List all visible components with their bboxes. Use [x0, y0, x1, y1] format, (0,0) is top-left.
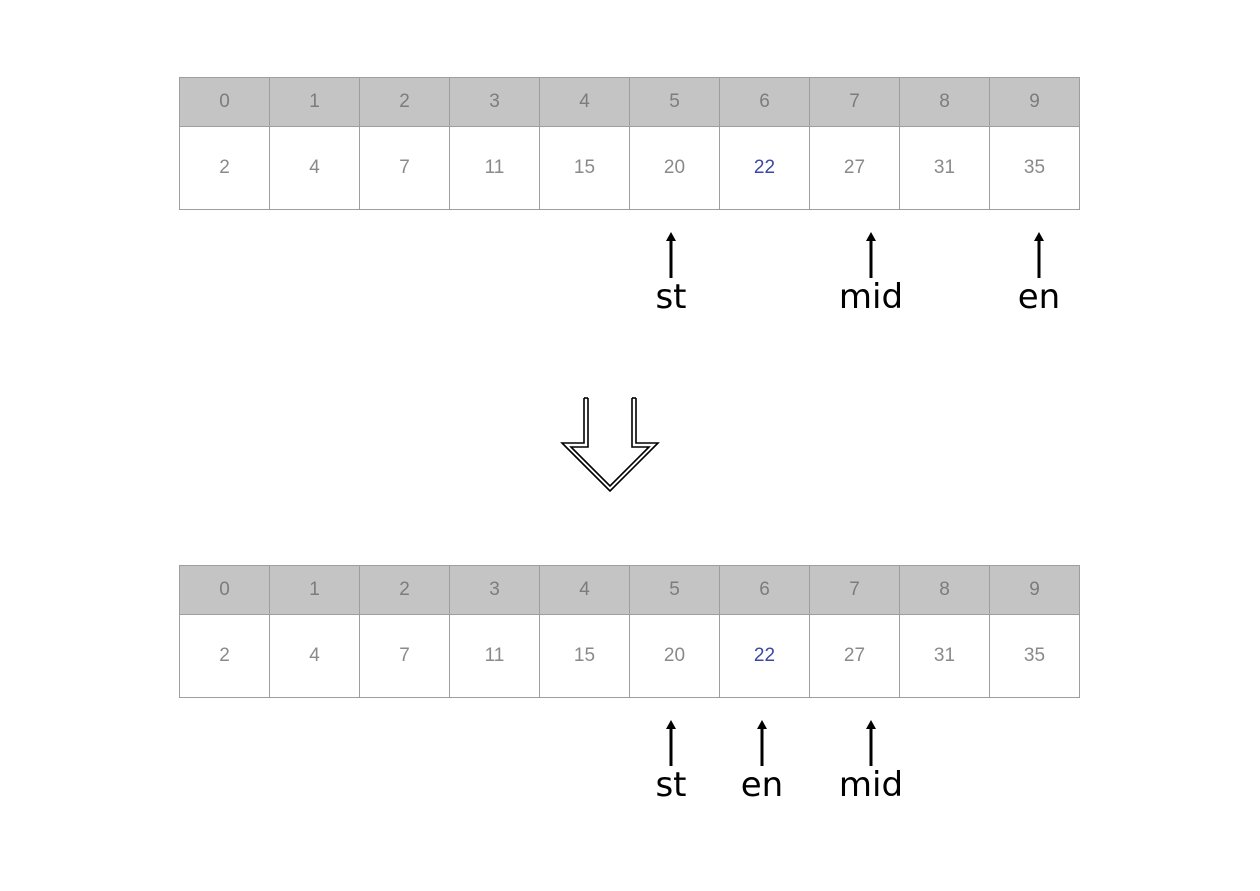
up-arrow-icon [666, 720, 676, 766]
index-cell: 6 [719, 77, 810, 127]
value-row: 2 4 7 11 15 20 22 27 31 35 [179, 614, 1080, 698]
value-cell: 20 [629, 614, 720, 698]
index-cell: 6 [719, 565, 810, 615]
value-row: 2 4 7 11 15 20 22 27 31 35 [179, 126, 1080, 210]
up-arrow-icon [757, 720, 767, 766]
pointer-st: st [611, 232, 731, 314]
index-cell: 1 [269, 77, 360, 127]
index-cell: 5 [629, 77, 720, 127]
index-cell: 0 [179, 565, 270, 615]
value-cell: 35 [989, 126, 1080, 210]
index-cell: 3 [449, 565, 540, 615]
target-value-cell: 22 [719, 614, 810, 698]
index-cell: 4 [539, 565, 630, 615]
value-cell: 35 [989, 614, 1080, 698]
index-row: 0 1 2 3 4 5 6 7 8 9 [179, 77, 1080, 127]
up-arrow-icon [866, 232, 876, 278]
value-cell: 31 [899, 126, 990, 210]
value-cell: 7 [359, 126, 450, 210]
value-cell: 4 [269, 614, 360, 698]
value-cell: 2 [179, 126, 270, 210]
value-cell: 27 [809, 126, 900, 210]
index-cell: 4 [539, 77, 630, 127]
pointer-label: mid [838, 765, 904, 805]
index-cell: 7 [809, 565, 900, 615]
pointer-st: st [611, 720, 731, 802]
index-cell: 5 [629, 565, 720, 615]
array-after: 0 1 2 3 4 5 6 7 8 9 2 4 7 11 15 20 22 27… [179, 565, 1080, 698]
pointer-en: en [702, 720, 822, 802]
pointer-label: st [655, 765, 687, 805]
pointer-label: en [740, 765, 784, 805]
target-value-cell: 22 [719, 126, 810, 210]
value-cell: 11 [449, 126, 540, 210]
up-arrow-icon [1034, 232, 1044, 278]
pointer-mid: mid [811, 232, 931, 314]
pointer-label: st [655, 277, 687, 317]
value-cell: 2 [179, 614, 270, 698]
index-cell: 9 [989, 77, 1080, 127]
value-cell: 27 [809, 614, 900, 698]
hollow-down-arrow-icon [560, 397, 660, 493]
index-cell: 3 [449, 77, 540, 127]
index-cell: 1 [269, 565, 360, 615]
value-cell: 11 [449, 614, 540, 698]
index-cell: 8 [899, 565, 990, 615]
value-cell: 20 [629, 126, 720, 210]
index-cell: 7 [809, 77, 900, 127]
up-arrow-icon [666, 232, 676, 278]
index-cell: 8 [899, 77, 990, 127]
value-cell: 15 [539, 614, 630, 698]
value-cell: 7 [359, 614, 450, 698]
index-cell: 2 [359, 565, 450, 615]
value-cell: 15 [539, 126, 630, 210]
value-cell: 4 [269, 126, 360, 210]
pointer-en: en [979, 232, 1099, 314]
pointer-label: en [1017, 277, 1061, 317]
index-cell: 9 [989, 565, 1080, 615]
value-cell: 31 [899, 614, 990, 698]
pointer-label: mid [838, 277, 904, 317]
up-arrow-icon [866, 720, 876, 766]
index-cell: 0 [179, 77, 270, 127]
index-row: 0 1 2 3 4 5 6 7 8 9 [179, 565, 1080, 615]
array-before: 0 1 2 3 4 5 6 7 8 9 2 4 7 11 15 20 22 27… [179, 77, 1080, 210]
index-cell: 2 [359, 77, 450, 127]
pointer-mid: mid [811, 720, 931, 802]
